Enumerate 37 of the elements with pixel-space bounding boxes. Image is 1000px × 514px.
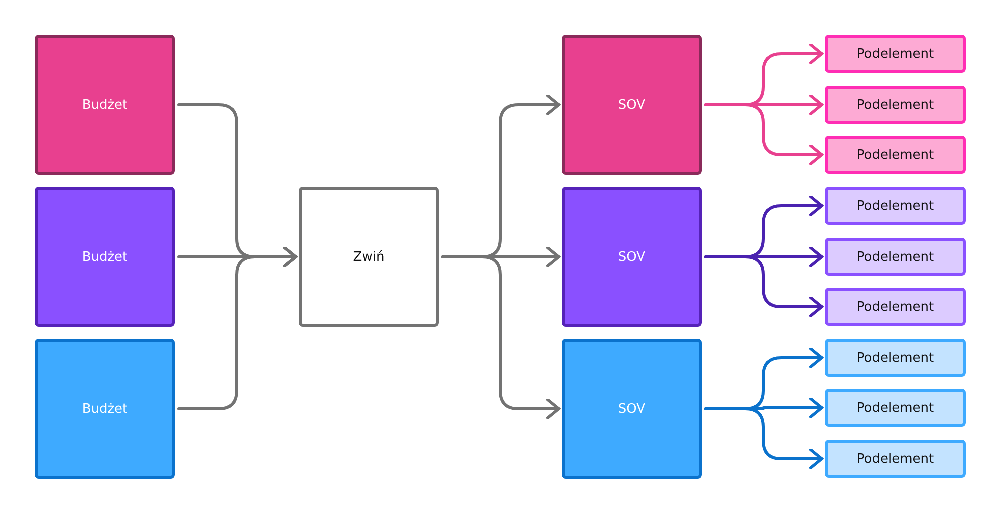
node-label: Zwiń <box>353 250 385 264</box>
node-label: Budżet <box>82 98 128 112</box>
node-label: SOV <box>618 98 646 112</box>
subelement-box <box>825 86 966 124</box>
subelement-box <box>825 187 966 225</box>
sov-box <box>562 339 702 479</box>
arrow <box>704 408 824 470</box>
subelement-box <box>825 288 966 326</box>
node-label: Budżet <box>82 402 128 416</box>
budget-box <box>35 187 175 327</box>
node-label: Podelement <box>856 350 934 366</box>
arrow <box>442 256 560 420</box>
sov-box <box>562 35 702 175</box>
node-label: Podelement <box>856 98 934 112</box>
node-label: Podelement <box>856 46 934 62</box>
subelement-box <box>825 238 966 276</box>
budget-box <box>35 35 175 175</box>
subelement-box <box>825 136 966 174</box>
arrow <box>704 104 824 166</box>
node-label: Podelement <box>856 300 934 314</box>
process-box <box>299 187 439 327</box>
node-label: Budżet <box>82 250 128 264</box>
node-label: SOV <box>618 402 646 416</box>
node-label: Podelement <box>856 250 934 264</box>
sov-box <box>562 187 702 327</box>
node-label: Podelement <box>856 452 934 466</box>
node-label: Podelement <box>856 400 934 416</box>
subelement-box <box>825 440 966 478</box>
subelement-box <box>825 389 966 427</box>
arrow <box>178 246 298 410</box>
budget-box <box>35 339 175 479</box>
node-label: Podelement <box>856 198 934 214</box>
node-label: SOV <box>618 250 646 264</box>
arrow <box>704 256 824 318</box>
subelement-box <box>825 35 966 73</box>
node-label: Podelement <box>856 148 934 162</box>
subelement-box <box>825 339 966 377</box>
